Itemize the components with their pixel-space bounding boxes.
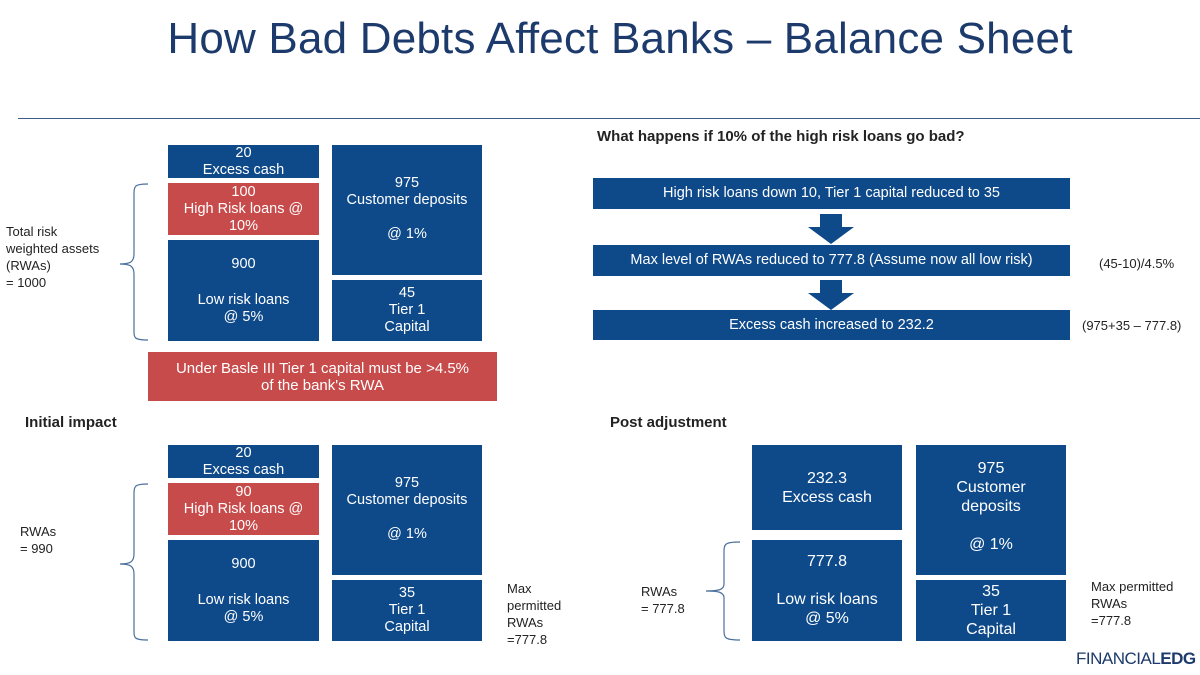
post-low-risk-rate: @ 5%: [805, 610, 849, 627]
top-side-line-2: weighted assets: [6, 241, 100, 256]
post-max-line-3: =777.8: [1091, 613, 1132, 628]
initial-excess-cash-box: 20 Excess cash: [168, 445, 319, 478]
top-deposits-value: 975: [394, 175, 420, 191]
initial-high-risk-rate: 10%: [228, 517, 259, 534]
post-tier1-box: 35 Tier 1 Capital: [916, 580, 1066, 641]
post-max-note: Max permitted RWAs =777.8: [1091, 578, 1173, 629]
title-divider: [18, 118, 1200, 119]
post-side-line-1: RWAs: [641, 584, 678, 599]
down-arrow-icon: [808, 280, 854, 310]
page-title: How Bad Debts Affect Banks – Balance She…: [167, 14, 1073, 63]
initial-tier1-label2: Capital: [384, 619, 430, 635]
basle-note-line-2: of the bank's RWA: [261, 376, 384, 394]
initial-side-line-1: RWAs: [20, 524, 57, 539]
post-max-line-1: Max permitted: [1091, 579, 1174, 594]
initial-deposits-value: 975: [394, 475, 420, 491]
initial-rwa-side-label: RWAs = 990: [20, 523, 56, 557]
post-tier1-value: 35: [982, 583, 1000, 600]
post-low-risk-label: Low risk loans: [776, 591, 878, 608]
basle-note-box: Under Basle III Tier 1 capital must be >…: [148, 352, 497, 401]
initial-high-risk-label: High Risk loans @: [183, 500, 304, 517]
initial-impact-heading: Initial impact: [25, 414, 117, 431]
initial-max-line-3: RWAs: [507, 615, 544, 630]
post-side-line-2: = 777.8: [641, 601, 685, 616]
initial-brace-icon: [119, 483, 149, 641]
step-2-note: (45-10)/4.5%: [1099, 256, 1175, 271]
top-high-risk-box: 100 High Risk loans @ 10%: [168, 183, 319, 235]
basle-note-line-1: Under Basle III Tier 1 capital must be >…: [175, 359, 470, 377]
initial-side-line-2: = 990: [20, 541, 53, 556]
top-excess-cash-label: Excess cash: [202, 161, 285, 178]
initial-tier1-label: Tier 1: [388, 602, 426, 618]
initial-deposits-label: Customer deposits: [346, 492, 468, 508]
post-low-risk-box: 777.8 Low risk loans @ 5%: [752, 540, 902, 641]
initial-max-line-1: Max: [507, 581, 532, 596]
down-arrow-icon: [808, 214, 854, 244]
top-tier1-box: 45 Tier 1 Capital: [332, 280, 482, 341]
post-excess-cash-box: 232.3 Excess cash: [752, 445, 902, 530]
top-deposits-box: 975 Customer deposits @ 1%: [332, 145, 482, 275]
top-deposits-label: Customer deposits: [346, 192, 468, 208]
step-1-box: High risk loans down 10, Tier 1 capital …: [593, 178, 1070, 209]
top-brace-icon: [119, 183, 149, 341]
top-tier1-value: 45: [398, 285, 416, 301]
post-deposits-box: 975 Customer deposits @ 1%: [916, 445, 1066, 575]
step-2-box: Max level of RWAs reduced to 777.8 (Assu…: [593, 245, 1070, 276]
top-low-risk-value: 900: [231, 256, 256, 272]
top-low-risk-label: Low risk loans: [197, 292, 290, 308]
brand-logo: FINANCIALEDG: [1076, 649, 1196, 669]
top-tier1-label: Tier 1: [388, 302, 426, 318]
top-high-risk-value: 100: [231, 183, 256, 200]
initial-high-risk-box: 90 High Risk loans @ 10%: [168, 483, 319, 535]
post-tier1-label: Tier 1: [970, 602, 1012, 619]
top-low-risk-box: 900 Low risk loans @ 5%: [168, 240, 319, 341]
post-excess-cash-label: Excess cash: [782, 488, 872, 506]
logo-text-1: FINANCIAL: [1076, 649, 1161, 668]
post-low-risk-value: 777.8: [806, 553, 848, 570]
top-side-line-3: (RWAs): [6, 258, 51, 273]
top-excess-cash-box: 20 Excess cash: [168, 145, 319, 178]
initial-low-risk-label: Low risk loans: [197, 592, 290, 608]
initial-tier1-box: 35 Tier 1 Capital: [332, 580, 482, 641]
initial-deposits-box: 975 Customer deposits @ 1%: [332, 445, 482, 575]
question-heading: What happens if 10% of the high risk loa…: [597, 128, 965, 145]
post-adjustment-heading: Post adjustment: [610, 414, 727, 431]
top-rwa-side-label: Total risk weighted assets (RWAs) = 1000: [6, 223, 99, 291]
initial-low-risk-rate: @ 5%: [223, 609, 264, 625]
initial-low-risk-box: 900 Low risk loans @ 5%: [168, 540, 319, 641]
step-3-text: Excess cash increased to 232.2: [729, 316, 934, 333]
top-high-risk-rate: 10%: [228, 217, 259, 234]
initial-excess-cash-value: 20: [235, 444, 252, 461]
initial-max-line-2: permitted: [507, 598, 562, 613]
top-side-line-4: = 1000: [6, 275, 47, 290]
initial-high-risk-value: 90: [235, 483, 252, 500]
post-deposits-rate: @ 1%: [969, 536, 1013, 553]
step-1-text: High risk loans down 10, Tier 1 capital …: [663, 185, 1000, 201]
top-low-risk-rate: @ 5%: [223, 309, 264, 325]
logo-text-2: EDG: [1160, 649, 1196, 668]
post-rwa-side-label: RWAs = 777.8: [641, 583, 685, 617]
initial-tier1-value: 35: [398, 585, 416, 601]
initial-max-note: Max permitted RWAs =777.8: [507, 580, 561, 648]
post-brace-icon: [705, 541, 741, 641]
step-3-note: (975+35 – 777.8): [1082, 318, 1182, 333]
top-tier1-label2: Capital: [384, 319, 430, 335]
step-2-text: Max level of RWAs reduced to 777.8 (Assu…: [630, 252, 1033, 268]
post-excess-cash-value: 232.3: [806, 469, 848, 487]
post-tier1-label2: Capital: [966, 621, 1016, 638]
post-deposits-value: 975: [977, 460, 1005, 477]
initial-low-risk-value: 900: [231, 556, 256, 572]
initial-deposits-rate: @ 1%: [387, 526, 427, 542]
initial-excess-cash-label: Excess cash: [202, 461, 285, 478]
top-high-risk-label: High Risk loans @: [183, 200, 304, 217]
step-3-box: Excess cash increased to 232.2: [593, 310, 1070, 340]
post-deposits-label: Customer: [956, 479, 1026, 496]
post-deposits-label2: deposits: [961, 498, 1021, 515]
post-max-line-2: RWAs: [1091, 596, 1128, 611]
top-excess-cash-value: 20: [235, 144, 252, 161]
top-side-line-1: Total risk: [6, 224, 58, 239]
initial-max-line-4: =777.8: [507, 632, 548, 647]
top-deposits-rate: @ 1%: [387, 226, 427, 242]
